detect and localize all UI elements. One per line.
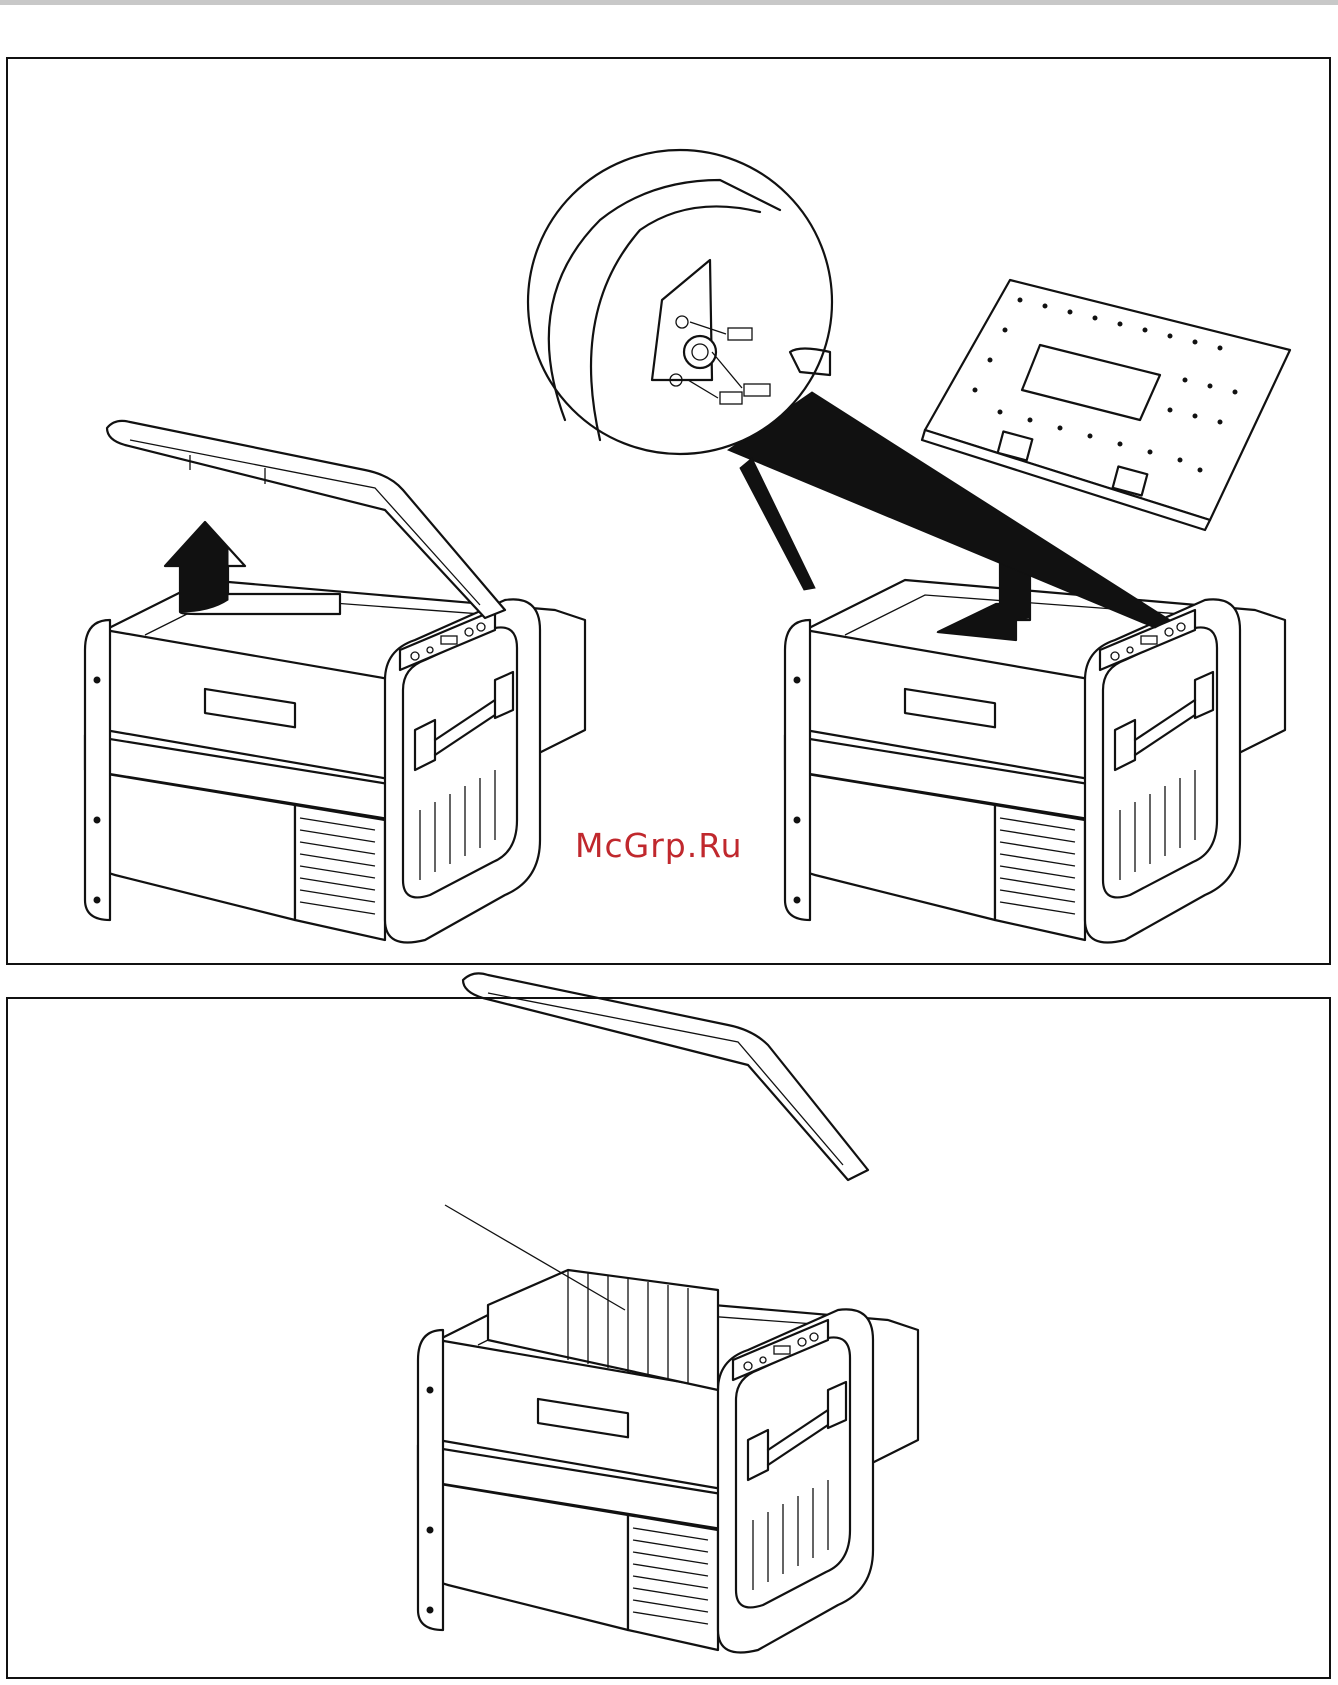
figure-basket-insert (6, 997, 1331, 1679)
cooler-closed-icon (785, 580, 1285, 943)
watermark: McGrp.Ru (575, 826, 743, 865)
detached-lid-icon (922, 280, 1290, 530)
up-arrow-icon (165, 522, 340, 614)
cooler-lid-open-icon (85, 421, 585, 943)
